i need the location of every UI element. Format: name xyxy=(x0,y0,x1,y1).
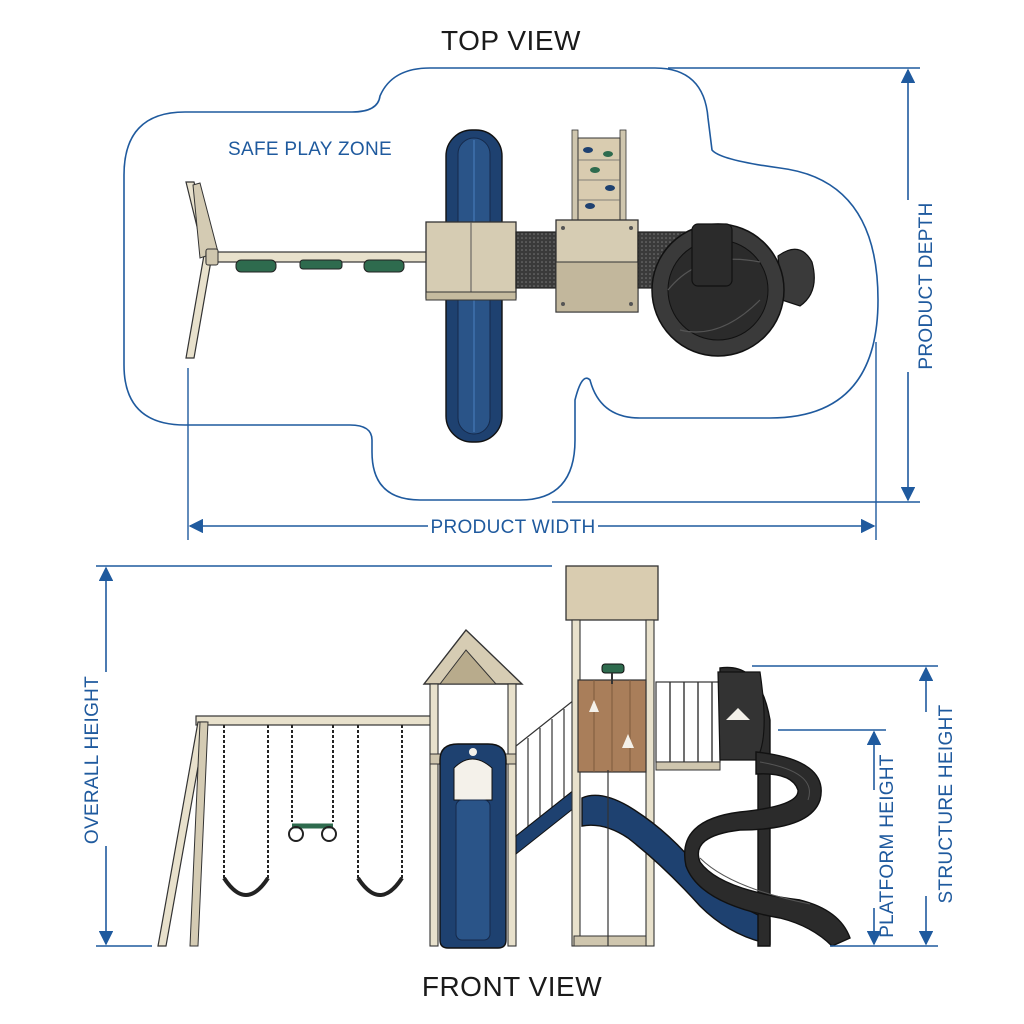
left-tower-roof-top xyxy=(425,221,517,301)
product-width-label: PRODUCT WIDTH xyxy=(430,517,595,538)
spiral-slide-front xyxy=(684,666,851,947)
safe-play-zone-outline xyxy=(123,67,879,501)
telescope xyxy=(601,663,625,684)
bridge-mesh-top xyxy=(515,231,557,289)
spiral-slide-top xyxy=(651,223,815,357)
belt-swing-left xyxy=(222,876,270,897)
swing-chains-front xyxy=(223,725,403,880)
right-deck-front xyxy=(607,681,721,946)
trapeze-bar xyxy=(288,823,337,842)
safe-play-zone-label: SAFE PLAY ZONE xyxy=(228,139,392,160)
overall-height-label: OVERALL HEIGHT xyxy=(82,676,103,844)
stair-rail-front xyxy=(515,698,575,856)
belt-swing-right xyxy=(356,876,404,897)
swing-frame-front xyxy=(157,715,433,947)
blue-slide-front xyxy=(439,743,507,949)
structure-height-label: STRUCTURE HEIGHT xyxy=(936,704,957,903)
swing-seats-top xyxy=(235,259,405,273)
swing-frame-top xyxy=(185,181,429,359)
platform-height-label: PLATFORM HEIGHT xyxy=(877,754,898,938)
top-view-title: TOP VIEW xyxy=(441,25,581,56)
rock-wall-top xyxy=(571,129,627,223)
center-tower-front xyxy=(565,565,659,947)
right-tower-roof-top xyxy=(555,219,639,313)
product-depth-label: PRODUCT DEPTH xyxy=(916,202,937,369)
front-view-title: FRONT VIEW xyxy=(422,971,602,1002)
